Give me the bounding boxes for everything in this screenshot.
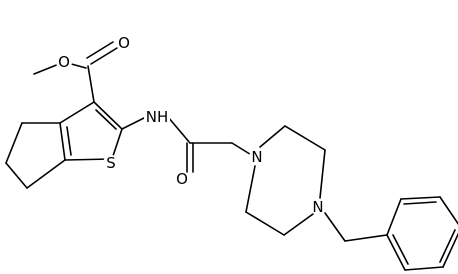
bond-nh-amide-c — [167, 116, 191, 144]
bond-c3-c2 — [93, 101, 123, 130]
mask-amide-o — [174, 171, 190, 187]
bond-c3a-c6a — [59, 122, 66, 161]
bond-ph-4-5 — [439, 196, 458, 225]
mask-amide-nh — [144, 107, 170, 126]
atom-o-amide: O — [176, 170, 188, 188]
bond-carbonyl-double-b — [86, 41, 114, 59]
bond-ph-inner-b — [439, 229, 456, 263]
bond-ph-5-6 — [400, 196, 441, 200]
bond-c3p-n4 — [319, 149, 326, 199]
atom-o-ester-ether: O — [58, 53, 70, 71]
bond-ph-3-4 — [442, 232, 458, 268]
atom-s-thiophene: S — [106, 154, 116, 172]
bond-c4-c5 — [5, 122, 23, 164]
bond-c5-c6 — [5, 162, 28, 189]
bond-ph-6-1 — [386, 198, 402, 236]
mask-ester-ether-o — [56, 54, 72, 70]
bond-ph-inner-a — [392, 234, 409, 265]
bond-ph-2-3 — [404, 266, 444, 271]
bond-c2-nh — [121, 116, 147, 130]
bond-c2p-c3p — [284, 125, 326, 151]
atom-n-piperazine-1: N — [251, 148, 262, 166]
atom-nh-amide: NH — [146, 108, 169, 126]
bond-ph-inner-c — [403, 201, 437, 205]
bond-carbonyl-double-a — [90, 47, 118, 65]
mask-ester-carbonyl-o — [116, 35, 132, 51]
bond-n1-c2p — [259, 125, 286, 148]
bond-c3a-c6a-inner — [66, 126, 72, 156]
bond-ch2-n1 — [231, 142, 254, 157]
bond-c3-c3a — [59, 101, 95, 124]
atom-n-piperazine-4: N — [312, 198, 323, 216]
atom-label-layer: O O S NH O N N — [56, 34, 326, 216]
bond-n4-c5p — [283, 213, 314, 236]
mask-piperazine-n4 — [310, 199, 326, 215]
mask-thiophene-s — [103, 155, 119, 171]
bond-c3-c2-inner — [95, 109, 117, 130]
bond-c5p-c6p — [245, 211, 285, 236]
bond-n4-ch2 — [324, 212, 346, 242]
bond-ph-1-2 — [386, 234, 406, 271]
atom-o-ester-carbonyl: O — [118, 34, 130, 52]
bond-layer — [5, 41, 458, 271]
bond-carbonyl-c3 — [87, 65, 95, 103]
bond-ch2-phenyl — [344, 234, 388, 242]
mask-piperazine-n1 — [249, 149, 265, 165]
bond-c2-s — [111, 128, 123, 160]
bond-c6-c6a — [26, 159, 66, 189]
bond-c6p-n1 — [245, 165, 256, 213]
